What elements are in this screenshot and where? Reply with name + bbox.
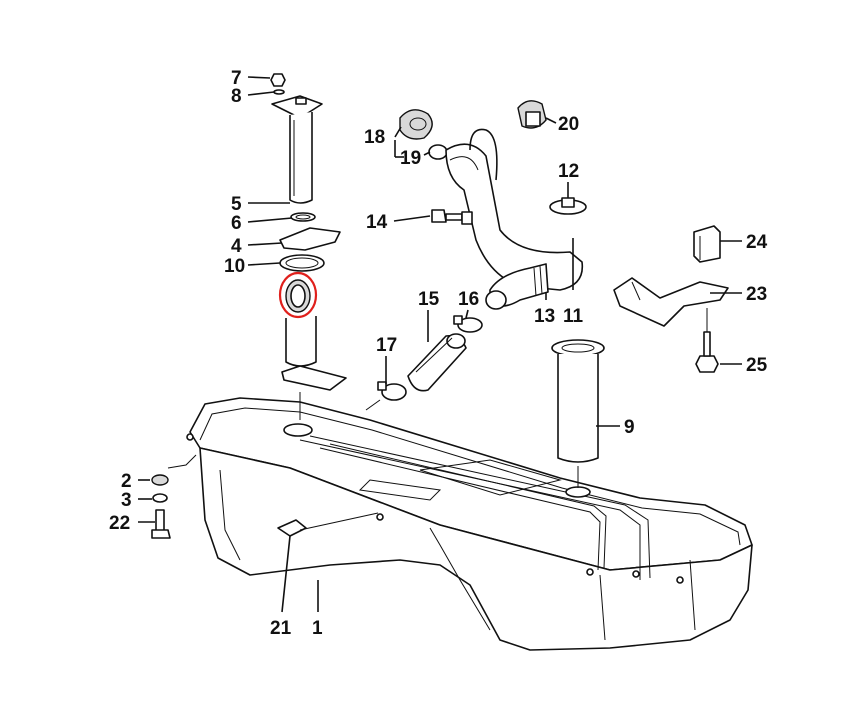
leader-lines: [138, 76, 742, 613]
label-1: 1: [312, 618, 323, 639]
fuel-tank: [167, 397, 753, 651]
label-18: 18: [364, 127, 385, 148]
filler-cap: [399, 109, 433, 140]
label-3: 3: [121, 490, 132, 511]
label-17: 17: [376, 335, 397, 356]
misc-parts: [517, 100, 729, 488]
label-4: 4: [231, 236, 242, 257]
label-22: 22: [109, 513, 130, 534]
label-16: 16: [458, 289, 479, 310]
fuel-pump-assembly: [270, 73, 347, 420]
label-6: 6: [231, 213, 242, 234]
label-12: 12: [558, 161, 579, 182]
nut-7: [270, 73, 286, 87]
label-9: 9: [624, 417, 635, 438]
hose-and-clamps: [365, 315, 483, 411]
label-13: 13: [534, 306, 555, 327]
label-8: 8: [231, 86, 242, 107]
label-15: 15: [418, 289, 440, 310]
label-10: 10: [224, 256, 245, 277]
filler-neck-assembly: [399, 109, 584, 310]
label-11: 11: [563, 306, 584, 327]
label-23: 23: [746, 284, 767, 305]
label-25: 25: [746, 355, 768, 376]
label-5: 5: [231, 194, 242, 215]
label-20: 20: [558, 114, 579, 135]
callout-labels: 7 8 5 6 4 10 18 19 20 12 14 15 16 13 11 …: [109, 68, 768, 639]
label-21: 21: [270, 618, 292, 639]
mounting-hardware: [151, 474, 171, 539]
label-19: 19: [400, 148, 421, 169]
label-7: 7: [231, 68, 242, 89]
label-24: 24: [746, 232, 768, 253]
highlight-circle: [278, 271, 318, 319]
label-14: 14: [366, 212, 388, 233]
label-2: 2: [121, 471, 132, 492]
